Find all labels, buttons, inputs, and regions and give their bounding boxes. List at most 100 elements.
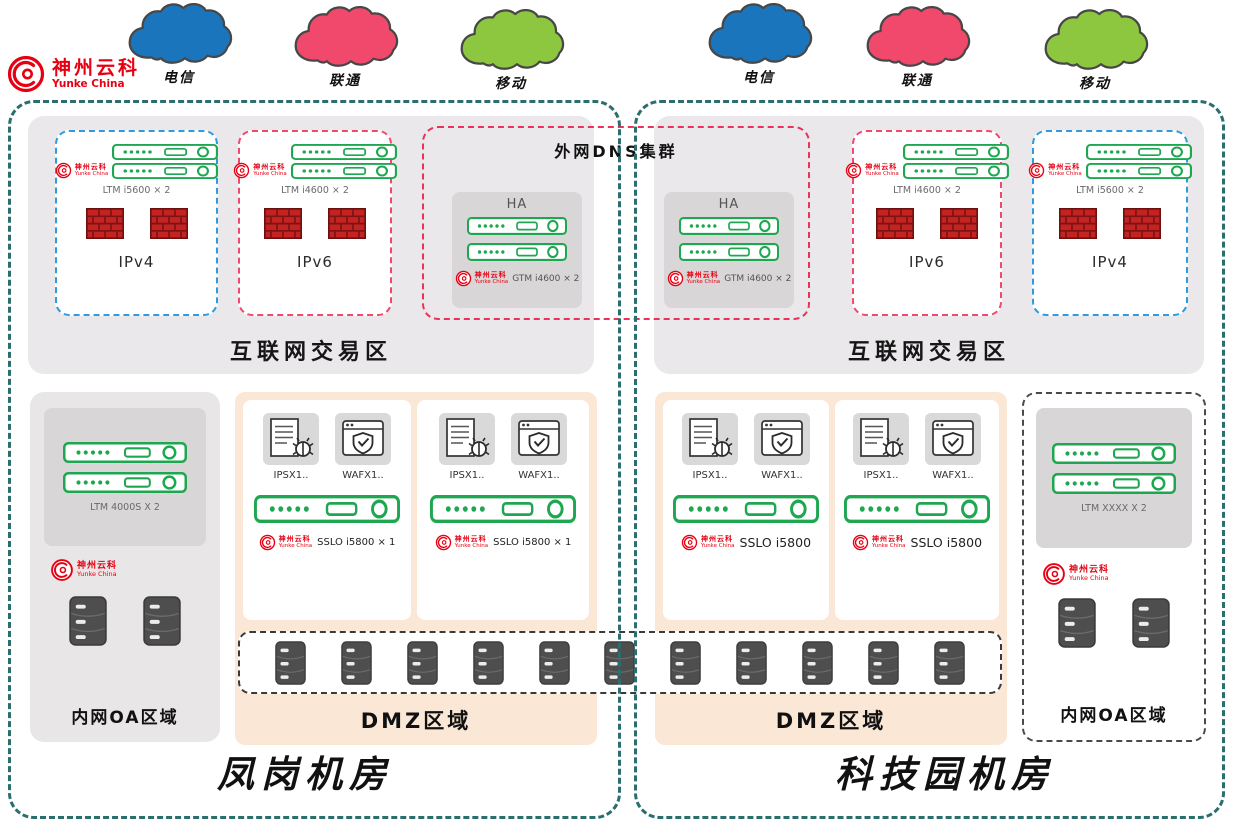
appliance-icon bbox=[63, 441, 187, 463]
ip-version-label: IPv4 bbox=[118, 253, 155, 271]
ip-version-label: IPv6 bbox=[297, 253, 333, 271]
server-icon bbox=[275, 640, 306, 685]
device-model-label: LTM i5600 × 2 bbox=[102, 185, 171, 196]
cloud-icon bbox=[1044, 9, 1149, 70]
appliance-icon bbox=[1085, 163, 1192, 179]
vendor-sub: Yunke China bbox=[1069, 574, 1109, 583]
gtm-device-stack bbox=[679, 217, 779, 261]
appliance-icon bbox=[1052, 442, 1176, 464]
isp-cloud-mobile-right: 移动 bbox=[1036, 8, 1154, 93]
oa-server-group bbox=[1024, 598, 1204, 648]
internet-zone-label: 互联网交易区 bbox=[229, 340, 392, 365]
waf-tile: WAFX1.. bbox=[925, 413, 981, 481]
server-icon bbox=[143, 596, 181, 646]
cloud-icon bbox=[294, 6, 399, 67]
oa-device-box: LTM XXXX X 2 bbox=[1036, 408, 1192, 548]
yunke-swirl-icon bbox=[50, 558, 74, 582]
waf-tile: WAFX1.. bbox=[754, 413, 810, 481]
firewall-group bbox=[876, 208, 978, 239]
server-icon bbox=[736, 640, 768, 685]
device-model-label: LTM i4600 × 2 bbox=[281, 185, 349, 196]
ha-label: HA bbox=[506, 197, 528, 212]
waf-label: WAFX1.. bbox=[932, 470, 974, 481]
vendor-brand: 神州云科 bbox=[1048, 163, 1081, 172]
ips-tile: IPSX1.. bbox=[853, 413, 909, 481]
vendor-brand: 神州云科 bbox=[865, 163, 898, 172]
vendor-sub: Yunke China bbox=[700, 543, 735, 550]
firewall-group bbox=[1059, 208, 1161, 239]
dmz-zone-label: DMZ区域 bbox=[775, 709, 887, 733]
ip-version-label: IPv6 bbox=[909, 253, 945, 271]
isp-label: 移动 bbox=[495, 76, 527, 92]
appliance-icon bbox=[1085, 144, 1192, 160]
ips-label: IPSX1.. bbox=[692, 470, 728, 481]
server-icon bbox=[1058, 598, 1096, 648]
datacenter-name-right: 科技园机房 bbox=[835, 753, 1055, 796]
yunke-swirl-icon bbox=[681, 534, 698, 551]
device-model-label: LTM i4600 × 2 bbox=[893, 185, 961, 196]
vendor-brand: 神州云科 bbox=[74, 163, 107, 172]
isp-cloud-telecom-left: 电信 bbox=[120, 2, 238, 87]
appliance-icon bbox=[290, 144, 397, 160]
server-icon bbox=[472, 640, 504, 685]
datacenter-name-left: 凤岗机房 bbox=[217, 753, 393, 796]
device-model-label: LTM 4000S X 2 bbox=[90, 501, 160, 513]
vendor-brand: 神州云科 bbox=[454, 535, 487, 544]
gtm-device-stack bbox=[467, 217, 567, 261]
ips-tile: IPSX1.. bbox=[682, 413, 738, 481]
appliance-icon bbox=[679, 243, 779, 261]
isp-cloud-telecom-right: 电信 bbox=[700, 2, 818, 87]
appliance-icon bbox=[63, 471, 187, 493]
vendor-brand: 神州云科 bbox=[474, 271, 507, 280]
yunke-swirl-icon bbox=[1042, 562, 1066, 586]
ips-icon bbox=[263, 413, 319, 465]
vendor-brand: 神州云科 bbox=[77, 561, 118, 572]
vendor-sub: Yunke China bbox=[1048, 171, 1082, 178]
appliance-icon bbox=[902, 144, 1009, 160]
security-tiles: IPSX1.. WAFX1.. bbox=[439, 413, 567, 481]
cloud-icon bbox=[708, 3, 813, 64]
server-strip bbox=[238, 631, 1002, 694]
appliance-icon bbox=[673, 495, 819, 523]
cloud-icon bbox=[128, 3, 233, 64]
vendor-brand: 神州云科 bbox=[278, 535, 311, 544]
security-tiles: IPSX1.. WAFX1.. bbox=[853, 413, 981, 481]
firewall-icon bbox=[1123, 208, 1161, 239]
firewall-group bbox=[264, 208, 366, 239]
appliance-icon bbox=[844, 495, 990, 523]
vendor-brand: 神州云科 bbox=[253, 163, 286, 172]
appliance-icon bbox=[902, 163, 1009, 179]
yunke-swirl-icon bbox=[667, 270, 684, 287]
appliance-icon bbox=[1052, 472, 1176, 494]
sslo-device-label: SSLO i5800 × 1 bbox=[317, 537, 396, 548]
yunke-swirl-icon bbox=[852, 534, 869, 551]
waf-icon bbox=[335, 413, 391, 465]
ips-icon bbox=[853, 413, 909, 465]
ips-label: IPSX1.. bbox=[449, 470, 485, 481]
server-icon bbox=[406, 640, 438, 685]
sslo-device-label: SSLO i5800 × 1 bbox=[493, 537, 572, 548]
appliance-icon bbox=[679, 217, 779, 235]
internet-zone-label: 互联网交易区 bbox=[847, 340, 1010, 365]
yunke-swirl-icon bbox=[455, 270, 472, 287]
waf-label: WAFX1.. bbox=[761, 470, 803, 481]
dns-cluster-title: 外网DNS集群 bbox=[554, 142, 678, 161]
